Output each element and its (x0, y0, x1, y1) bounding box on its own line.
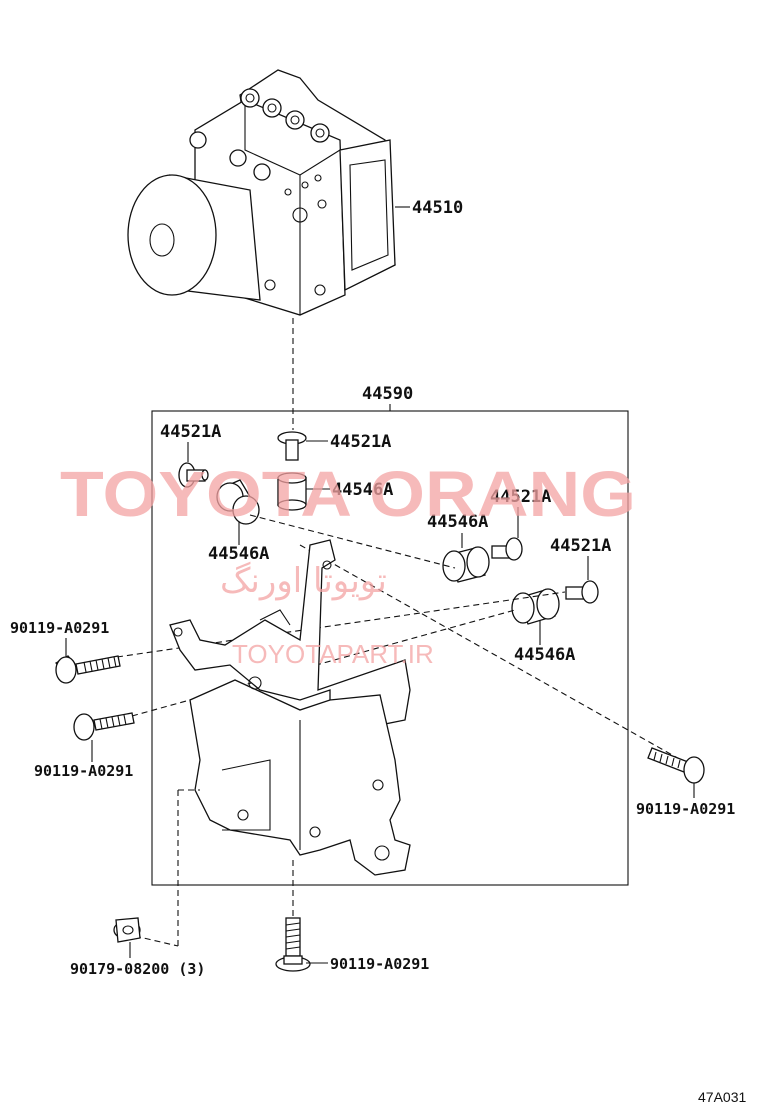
abs-actuator (127, 69, 396, 316)
bolt-label-left-upper: 90119-A0291 (10, 619, 109, 637)
abs-bracket (169, 539, 411, 876)
cushion-right-upper (442, 546, 490, 583)
diagram-code: 47A031 (698, 1089, 746, 1105)
watermark-persian: تویوتا اورنگ (220, 561, 387, 601)
clip-nut (113, 917, 141, 943)
cushion-label-right-upper: 44546A (427, 512, 488, 532)
collar-far-right (565, 580, 599, 604)
bolt-bottom (275, 917, 311, 972)
collar-left (178, 462, 209, 488)
clip-label: 90179-08200 (3) (70, 960, 205, 978)
watermark-site: TOYOTAPART.IR (232, 639, 434, 669)
collar-right-upper (491, 537, 523, 561)
bolt-right (647, 747, 705, 784)
collar-label-far-right: 44521A (550, 536, 611, 556)
collar-top-center (277, 431, 307, 461)
bolt-label-right: 90119-A0291 (636, 800, 735, 818)
bracket-assembly-part-number: 44590 (362, 384, 413, 404)
bracket-assembly-box (151, 410, 629, 886)
collar-label-top-center: 44521A (330, 432, 391, 452)
cushion-top-center (277, 472, 307, 511)
cushion-label-left: 44546A (208, 544, 269, 564)
bolt-label-left-lower: 90119-A0291 (34, 762, 133, 780)
bolt-left-lower (73, 712, 135, 741)
cushion-left (216, 479, 260, 525)
cushion-label-top-center: 44546A (332, 480, 393, 500)
cushion-label-right-lower: 44546A (514, 645, 575, 665)
collar-label-right-upper: 44521A (490, 487, 551, 507)
bolt-left-upper (55, 655, 121, 684)
watermark-brand: TOYOTA ORANG (60, 458, 636, 530)
collar-label-left: 44521A (160, 422, 221, 442)
cushion-right-lower (511, 588, 560, 625)
actuator-part-number: 44510 (412, 198, 463, 218)
bolt-label-bottom: 90119-A0291 (330, 955, 429, 973)
